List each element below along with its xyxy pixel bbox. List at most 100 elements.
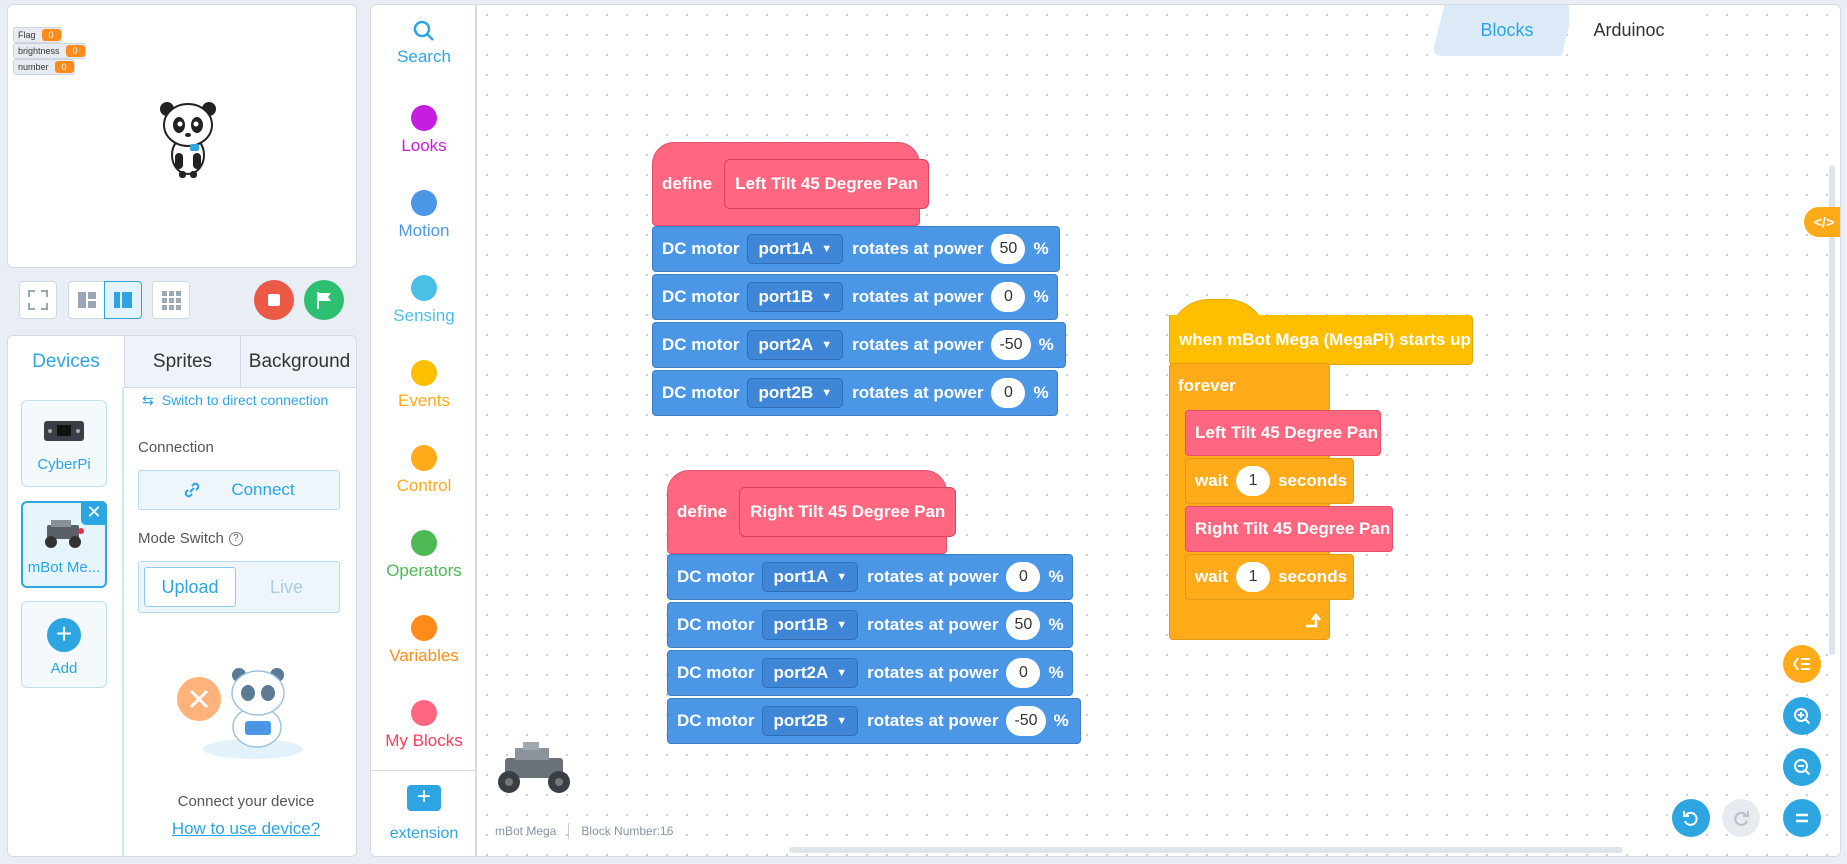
custom-block-prototype[interactable]: Right Tilt 45 Degree Pan (739, 487, 957, 537)
code-view-toggle[interactable]: </> (1804, 207, 1840, 237)
wait-seconds-input[interactable]: 1 (1236, 562, 1271, 592)
reset-zoom-button[interactable] (1783, 799, 1821, 837)
fullscreen-button[interactable] (19, 281, 57, 319)
power-input[interactable]: 0 (1006, 658, 1041, 688)
block-label: DC motor (662, 335, 740, 354)
category-label: Control (396, 476, 452, 495)
wait-seconds-input[interactable]: 1 (1236, 466, 1271, 496)
tab-blocks[interactable]: Blocks (1480, 20, 1534, 40)
horizontal-scrollbar[interactable] (789, 847, 1623, 853)
list-collapse-icon (1793, 657, 1810, 671)
connect-button[interactable]: Connect (138, 470, 340, 510)
dropdown-arrow-icon: ▼ (836, 667, 848, 679)
tab-arduinoc[interactable]: Arduinoc (1569, 5, 1689, 56)
link-icon (185, 482, 200, 498)
device-card-mbot-mega[interactable]: ✕ mBot Me... (21, 501, 107, 588)
wait-label: wait (1195, 471, 1229, 490)
port-dropdown[interactable]: port2B▼ (747, 378, 844, 408)
define-block-right-tilt[interactable]: define Right Tilt 45 Degree Pan (667, 470, 957, 554)
power-input[interactable]: 50 (1006, 610, 1041, 640)
redo-button[interactable] (1722, 799, 1760, 837)
power-input[interactable]: 0 (991, 378, 1026, 408)
green-flag-button[interactable] (304, 280, 344, 320)
port-dropdown[interactable]: port2B▼ (762, 706, 859, 736)
define-block-left-tilt[interactable]: define Left Tilt 45 Degree Pan (652, 142, 930, 226)
remove-device-button[interactable]: ✕ (81, 501, 107, 525)
undo-button[interactable] (1672, 799, 1710, 837)
power-input[interactable]: -50 (991, 330, 1031, 360)
live-mode-button[interactable]: Live (269, 576, 304, 597)
hat-label: when mBot Mega (MegaPi) starts up (1179, 329, 1471, 349)
tab-sprites[interactable]: Sprites (124, 336, 240, 388)
call-right-tilt-block[interactable]: Right Tilt 45 Degree Pan (1185, 506, 1393, 552)
tab-background[interactable]: Background (240, 336, 356, 388)
port-dropdown[interactable]: port1B▼ (747, 282, 844, 312)
small-stage-button[interactable] (68, 281, 106, 319)
help-icon[interactable]: ? (228, 531, 243, 546)
variable-name: Flag (18, 30, 36, 40)
power-input[interactable]: 0 (1006, 562, 1041, 592)
category-my-blocks[interactable]: My Blocks (371, 700, 477, 751)
normal-stage-button[interactable] (104, 281, 142, 319)
category-operators[interactable]: Operators (371, 530, 477, 581)
panda-sprite[interactable] (153, 97, 223, 179)
zoom-in-button[interactable] (1783, 697, 1821, 735)
redo-icon (1734, 811, 1749, 826)
normal-stage-icon (114, 292, 132, 308)
call-label: Left Tilt 45 Degree Pan (1195, 423, 1378, 442)
stop-button[interactable] (254, 280, 294, 320)
zoom-out-button[interactable] (1783, 748, 1821, 786)
port-dropdown[interactable]: port1B▼ (762, 610, 859, 640)
connect-hint: Connect your device (177, 793, 315, 810)
category-search[interactable]: Search (371, 19, 477, 67)
vertical-scrollbar[interactable] (1829, 165, 1835, 655)
grid-view-button[interactable] (152, 281, 190, 319)
zoom-in-icon (1794, 708, 1811, 725)
category-looks[interactable]: Looks (371, 105, 477, 156)
tab-devices[interactable]: Devices (8, 336, 124, 388)
port-dropdown[interactable]: port1A▼ (747, 234, 844, 264)
panel-divider (122, 388, 124, 856)
how-to-use-link[interactable]: How to use device? (171, 819, 321, 838)
collapse-blocks-button[interactable] (1783, 645, 1821, 683)
power-input[interactable]: -50 (1006, 706, 1046, 736)
connect-label: Connect (231, 480, 295, 499)
undo-icon (1683, 811, 1698, 826)
port-dropdown[interactable]: port2A▼ (747, 330, 844, 360)
port-value: port2A (758, 335, 814, 354)
port-dropdown[interactable]: port2A▼ (762, 658, 859, 688)
power-input[interactable]: 0 (991, 282, 1026, 312)
add-device-button[interactable]: + Add (21, 601, 107, 688)
category-events[interactable]: Events (371, 360, 477, 411)
when-starts-up-hat-block[interactable]: when mBot Mega (MegaPi) starts up (1169, 315, 1473, 365)
unit-label: seconds (1278, 567, 1348, 586)
dropdown-arrow-icon: ▼ (836, 571, 848, 583)
events-dot-icon (411, 360, 437, 386)
category-sensing[interactable]: Sensing (371, 275, 477, 326)
category-variables[interactable]: Variables (371, 615, 477, 666)
extension-button[interactable]: + extension (371, 785, 477, 843)
code-workspace[interactable]: Blocks Arduinoc define Left Tilt 45 Degr… (476, 4, 1841, 857)
category-motion[interactable]: Motion (371, 190, 477, 241)
custom-block-prototype[interactable]: Left Tilt 45 Degree Pan (724, 159, 930, 209)
call-left-tilt-block[interactable]: Left Tilt 45 Degree Pan (1185, 410, 1381, 456)
upload-mode-button[interactable]: Upload (144, 567, 236, 607)
category-control[interactable]: Control (371, 445, 477, 496)
port-dropdown[interactable]: port1A▼ (762, 562, 859, 592)
switch-direct-connection-link[interactable]: ⇆ Switch to direct connection (142, 393, 342, 408)
device-card-cyberpi[interactable]: CyberPi (21, 400, 107, 487)
power-input[interactable]: 50 (991, 234, 1026, 264)
